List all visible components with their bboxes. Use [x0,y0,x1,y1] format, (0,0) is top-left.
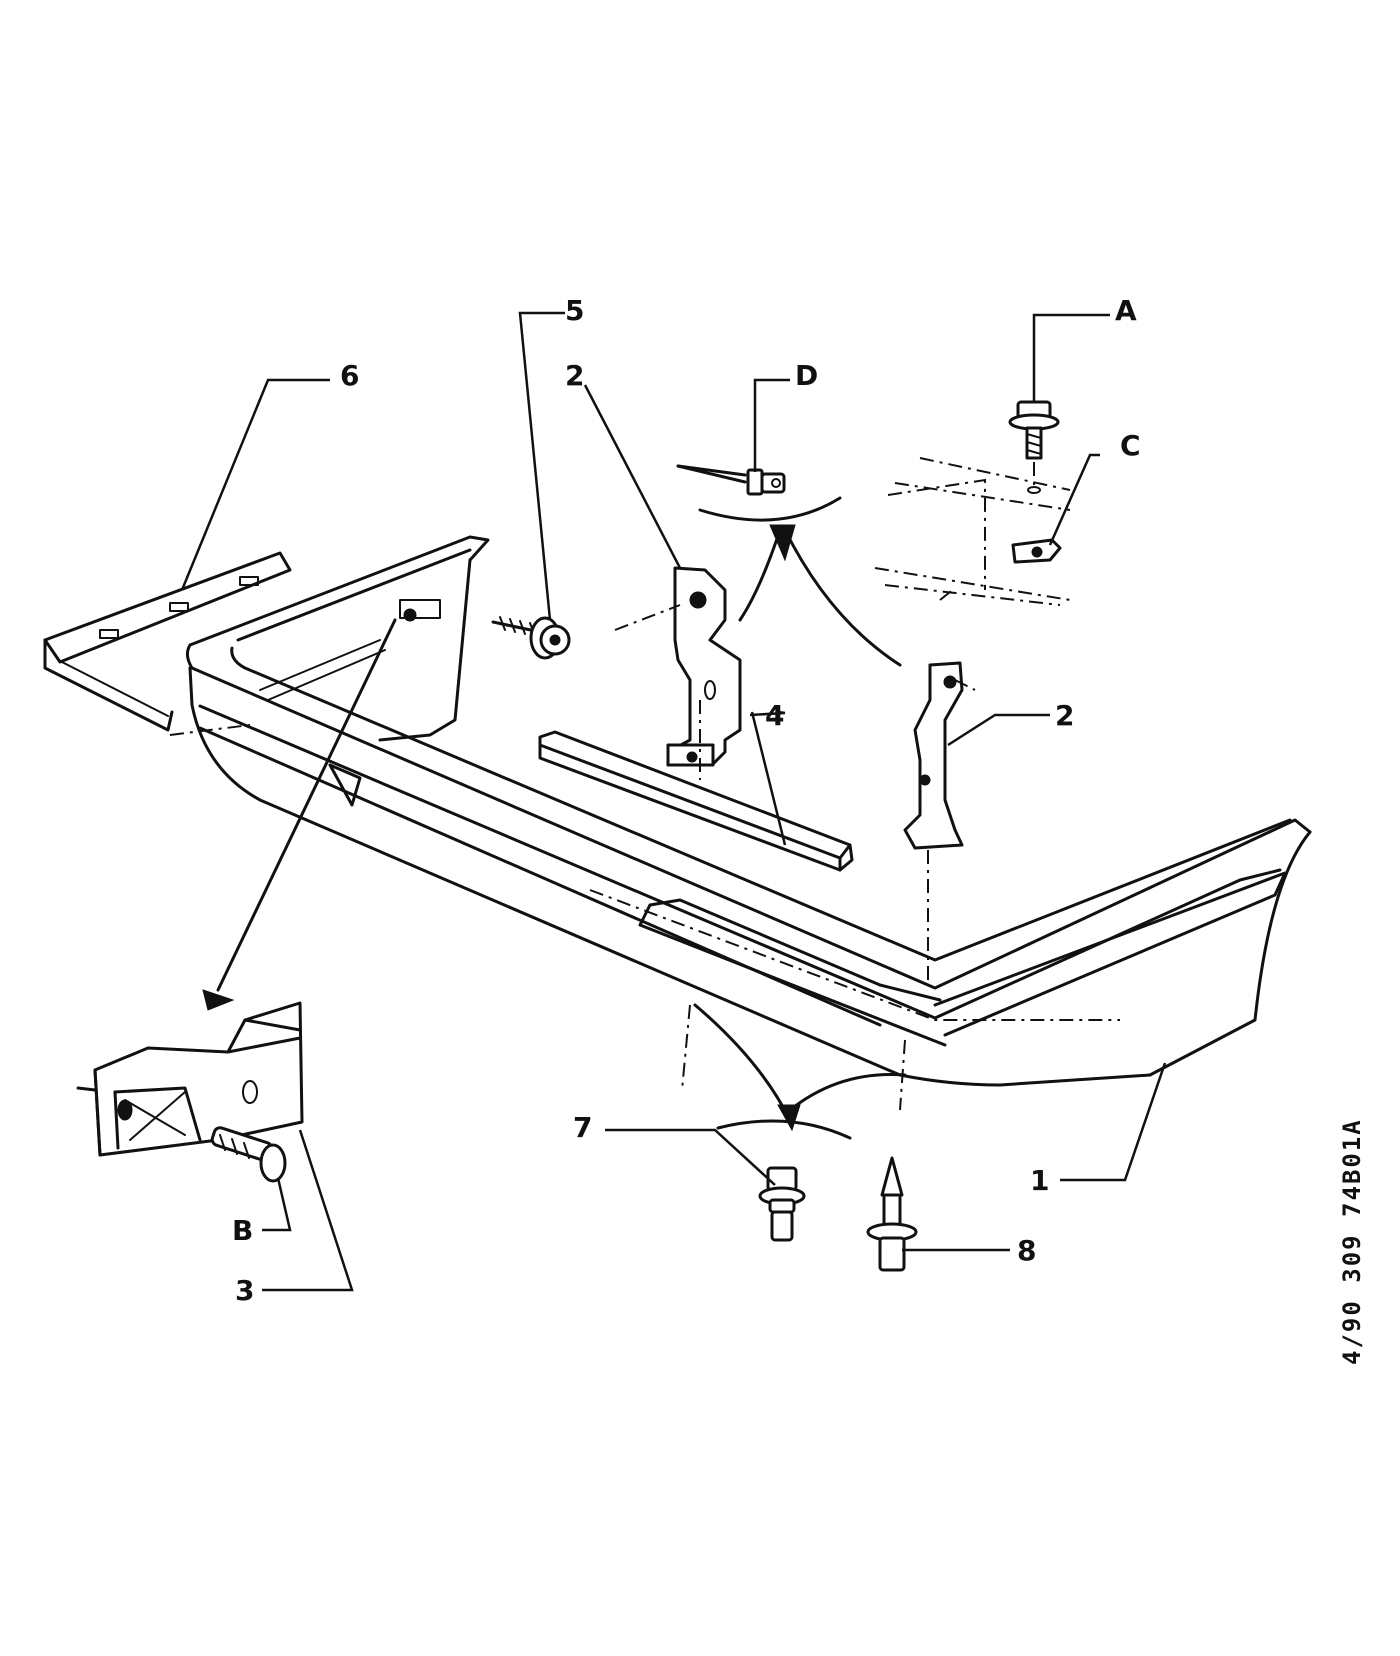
label-2-left: 2 [565,359,584,392]
bumper-body-part [185,535,1312,1087]
label-4: 4 [765,699,784,732]
screw-5-part [491,616,571,660]
reinforcement-strip-part [538,730,854,872]
bracket-right-part [903,661,976,980]
label-2-right: 2 [1055,699,1074,732]
label-8: 8 [1017,1234,1036,1267]
rivet-d-part [676,464,786,496]
label-A: A [1115,294,1137,327]
trim-strip-part [43,551,292,736]
bolt-a-part [1008,400,1060,490]
bracket-left-part [614,566,742,780]
label-7: 7 [573,1111,592,1144]
panel-and-clip-part [874,457,1071,606]
label-6: 6 [340,359,359,392]
drawing-code: 4/90 309 74B01A [1338,1118,1366,1365]
label-B: B [232,1214,253,1247]
label-3: 3 [235,1274,254,1307]
detail-bracket-part [76,1001,304,1157]
label-C: C [1120,429,1141,462]
label-1: 1 [1030,1164,1049,1197]
label-5: 5 [565,294,584,327]
screw-b-part [210,1126,287,1183]
label-D: D [795,359,818,392]
rivet-8-part [866,1156,918,1272]
